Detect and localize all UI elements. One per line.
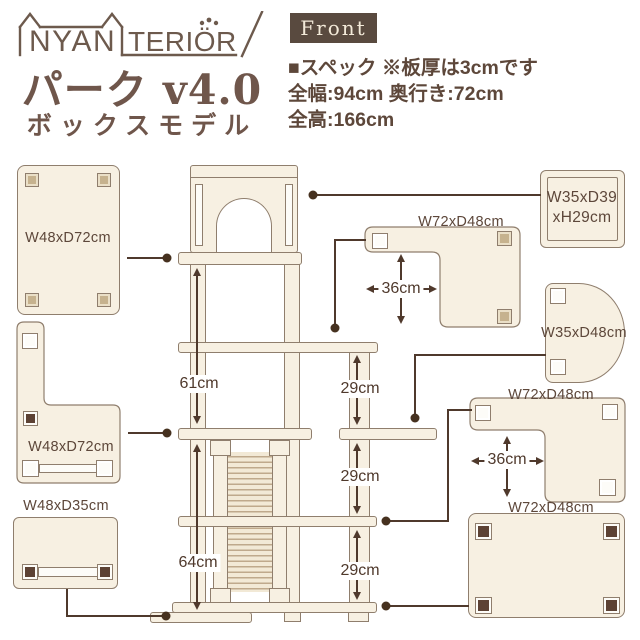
panel-dark-pad (23, 411, 38, 426)
connector-line (390, 520, 449, 522)
platform-top (178, 252, 302, 265)
panel-left-top-label: W48xD72cm (25, 230, 111, 246)
panel-right-box-label-1: W35xD39 (546, 189, 618, 206)
panel-left-top (17, 165, 120, 315)
platform-middle (178, 428, 312, 440)
paw-dot-icon (206, 17, 212, 23)
panel-pad (497, 231, 512, 246)
height-arrow-64 (193, 444, 201, 610)
gap-label-2: 29cm (337, 468, 383, 486)
gap-label-1: 29cm (337, 380, 383, 398)
panel-dark-pad (603, 597, 620, 614)
panel-pad (97, 293, 111, 307)
spec-width-depth: 全幅:94cm 奥行き:72cm (288, 83, 504, 105)
shelf-level-3-right (339, 428, 437, 440)
ladder-bracket (269, 440, 290, 456)
panel-hole (550, 288, 566, 304)
base-foot (348, 612, 369, 622)
nyanterior-logo: NYAN TERIÖR (18, 11, 264, 58)
box-side-slot (195, 184, 203, 246)
connector-line (414, 354, 546, 356)
connector-line (390, 605, 469, 607)
spec-heading: ■スペック ※板厚は3cmです (288, 57, 538, 79)
panel-pad (97, 173, 111, 187)
roller-end-dark (97, 564, 113, 580)
connector-dot (410, 413, 420, 423)
panel-hole (602, 404, 618, 420)
panel-hole (372, 233, 388, 249)
height-label-61: 61cm (176, 375, 222, 393)
connector-dot (381, 516, 391, 526)
connector-line (127, 257, 163, 259)
panel-hole (550, 359, 566, 375)
panel-pad (25, 173, 39, 187)
shelf-level-2 (178, 342, 378, 353)
connector-line (447, 409, 449, 522)
roller-end (96, 460, 113, 477)
connector-line (334, 239, 336, 325)
connector-line (334, 239, 366, 241)
paw-dot-icon (213, 20, 219, 26)
box-seam-line (191, 177, 297, 178)
panel-right-bottom-label: W72xD48cm (508, 500, 594, 516)
connector-dot (330, 323, 340, 333)
panel-hole (22, 333, 38, 349)
roller-end (22, 460, 39, 477)
panel-hole (475, 405, 491, 421)
gap-label-3: 29cm (337, 562, 383, 580)
connector-line (66, 615, 162, 617)
notch-width-label: 36cm (484, 451, 530, 469)
roller-end-dark (22, 564, 38, 580)
logo-text-terior: TERIÖR (128, 26, 237, 57)
panel-right-bottom (468, 513, 625, 618)
panel-right-l-middle-label: W72xD48cm (508, 387, 594, 403)
panel-dark-pad (475, 597, 492, 614)
connector-dot (162, 428, 172, 438)
connector-line (128, 432, 163, 434)
roller-bar (38, 567, 98, 577)
panel-pad (497, 309, 512, 324)
panel-right-round-label: W35xD48cm (541, 325, 627, 341)
panel-right-box-label-2: xH29cm (552, 209, 612, 226)
shelf-level-4 (178, 516, 377, 527)
connector-dot (308, 190, 318, 200)
panel-left-middle-label: W48xD72cm (28, 439, 114, 455)
ladder-bracket (210, 440, 231, 456)
logo-slash (240, 11, 264, 58)
connector-dot (381, 601, 391, 611)
view-label-badge: Front (290, 13, 377, 43)
panel-right-l-top-label: W72xD48cm (418, 214, 504, 230)
panel-dark-pad (603, 523, 620, 540)
spec-height: 全高:166cm (288, 109, 395, 131)
panel-pad (25, 293, 39, 307)
panel-right-box (540, 170, 625, 248)
cat-ear-right-icon (100, 12, 124, 29)
base-bar (172, 602, 377, 613)
panel-right-box-inner (547, 177, 618, 241)
connector-line (414, 354, 416, 416)
panel-dark-pad (475, 523, 492, 540)
height-arrow-61 (193, 268, 201, 424)
panel-left-bottom-label: W48xD35cm (23, 498, 109, 514)
connector-dot (162, 253, 172, 263)
logo-text-nyan: NYAN (29, 25, 116, 58)
product-title: パーク v4.0 (21, 66, 263, 114)
notch-width-label: 36cm (378, 280, 424, 298)
product-subtitle: ボックスモデル (26, 111, 258, 140)
base-foot (284, 612, 301, 622)
connector-line (317, 194, 541, 196)
cat-ear-left-icon (18, 12, 42, 29)
box-side-slot (285, 184, 293, 246)
paw-dot-icon (199, 20, 205, 26)
height-label-64: 64cm (175, 554, 221, 572)
panel-hole (599, 479, 616, 496)
connector-dot (161, 611, 171, 621)
connector-line (66, 589, 68, 617)
arch-opening (216, 198, 272, 253)
roller-bar (39, 464, 97, 473)
connector-line (448, 409, 472, 411)
